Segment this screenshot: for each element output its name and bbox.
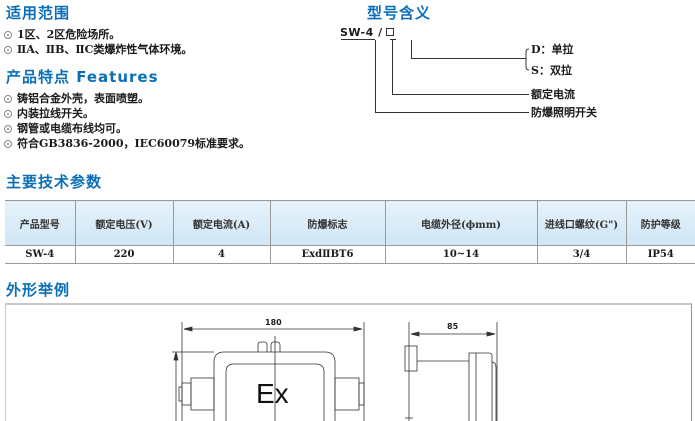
option-s-label: S：双拉 xyxy=(531,64,572,77)
list-item: 内装拉线开关。 xyxy=(0,106,250,121)
outline-heading: 外形举例 xyxy=(6,281,71,299)
table-cell: ExdⅡBT6 xyxy=(269,245,385,264)
table-cell: SW-4 xyxy=(5,245,75,264)
column-header: 电缆外径(ϕmm) xyxy=(384,200,537,246)
model-meaning-connector-lines xyxy=(341,39,530,113)
bullet-icon xyxy=(4,109,12,118)
column-header: 进线口螺纹(G") xyxy=(536,200,626,246)
model-code: SW-4 / xyxy=(340,26,394,39)
column-header: 额定电压(V) xyxy=(74,200,173,246)
column-header: 防爆标志 xyxy=(269,200,385,246)
bullet-icon xyxy=(4,124,12,133)
list-item: 钢管或电缆布线均可。 xyxy=(0,121,250,136)
list-item: 1区、2区危险场所。 xyxy=(0,27,192,42)
table-cell: 10~14 xyxy=(384,245,537,264)
outline-drawing-frame xyxy=(5,303,692,421)
side-depth-dimension: 85 xyxy=(447,322,459,331)
table-header-row: 产品型号 额定电压(V) 额定电流(A) 防爆标志 电缆外径(ϕmm) 进线口螺… xyxy=(5,200,695,246)
list-item: 符合GB3836-2000，IEC60079标准要求。 xyxy=(0,136,250,151)
bullet-icon xyxy=(4,94,12,103)
table-cell: 3/4 xyxy=(536,245,626,264)
scope-list: 1区、2区危险场所。 ⅡA、ⅡB、ⅡC类爆炸性气体环境。 xyxy=(0,27,192,57)
table-cell: 4 xyxy=(172,245,270,264)
specs-table: 产品型号 额定电压(V) 额定电流(A) 防爆标志 电缆外径(ϕmm) 进线口螺… xyxy=(5,200,695,264)
model-meaning-heading: 型号含义 xyxy=(367,4,432,22)
front-width-dimension: 180 xyxy=(265,318,282,327)
column-header: 产品型号 xyxy=(5,200,75,246)
features-list: 铸铝合金外壳，表面喷塑。 内装拉线开关。 钢管或电缆布线均可。 符合GB3836… xyxy=(0,91,250,151)
placeholder-box-icon xyxy=(385,28,394,36)
column-header: 额定电流(A) xyxy=(172,200,270,246)
switch-type-label: 防爆照明开关 xyxy=(531,106,597,119)
list-item: 铸铝合金外壳，表面喷塑。 xyxy=(0,91,250,106)
bullet-icon xyxy=(4,139,12,148)
table-cell: IP54 xyxy=(625,245,695,264)
option-d-label: D：单拉 xyxy=(531,43,574,56)
list-item: ⅡA、ⅡB、ⅡC类爆炸性气体环境。 xyxy=(0,42,192,57)
table-cell: 220 xyxy=(74,245,173,264)
rated-current-label: 额定电流 xyxy=(531,88,575,101)
bullet-icon xyxy=(4,45,12,54)
scope-heading: 适用范围 xyxy=(6,4,71,22)
features-heading: 产品特点 Features xyxy=(6,68,159,86)
specs-heading: 主要技术参数 xyxy=(6,173,103,191)
table-row: SW-4 220 4 ExdⅡBT6 10~14 3/4 IP54 xyxy=(5,245,695,264)
ex-mark: Ex xyxy=(256,378,289,409)
bullet-icon xyxy=(4,30,12,39)
column-header: 防护等级 xyxy=(625,200,695,246)
